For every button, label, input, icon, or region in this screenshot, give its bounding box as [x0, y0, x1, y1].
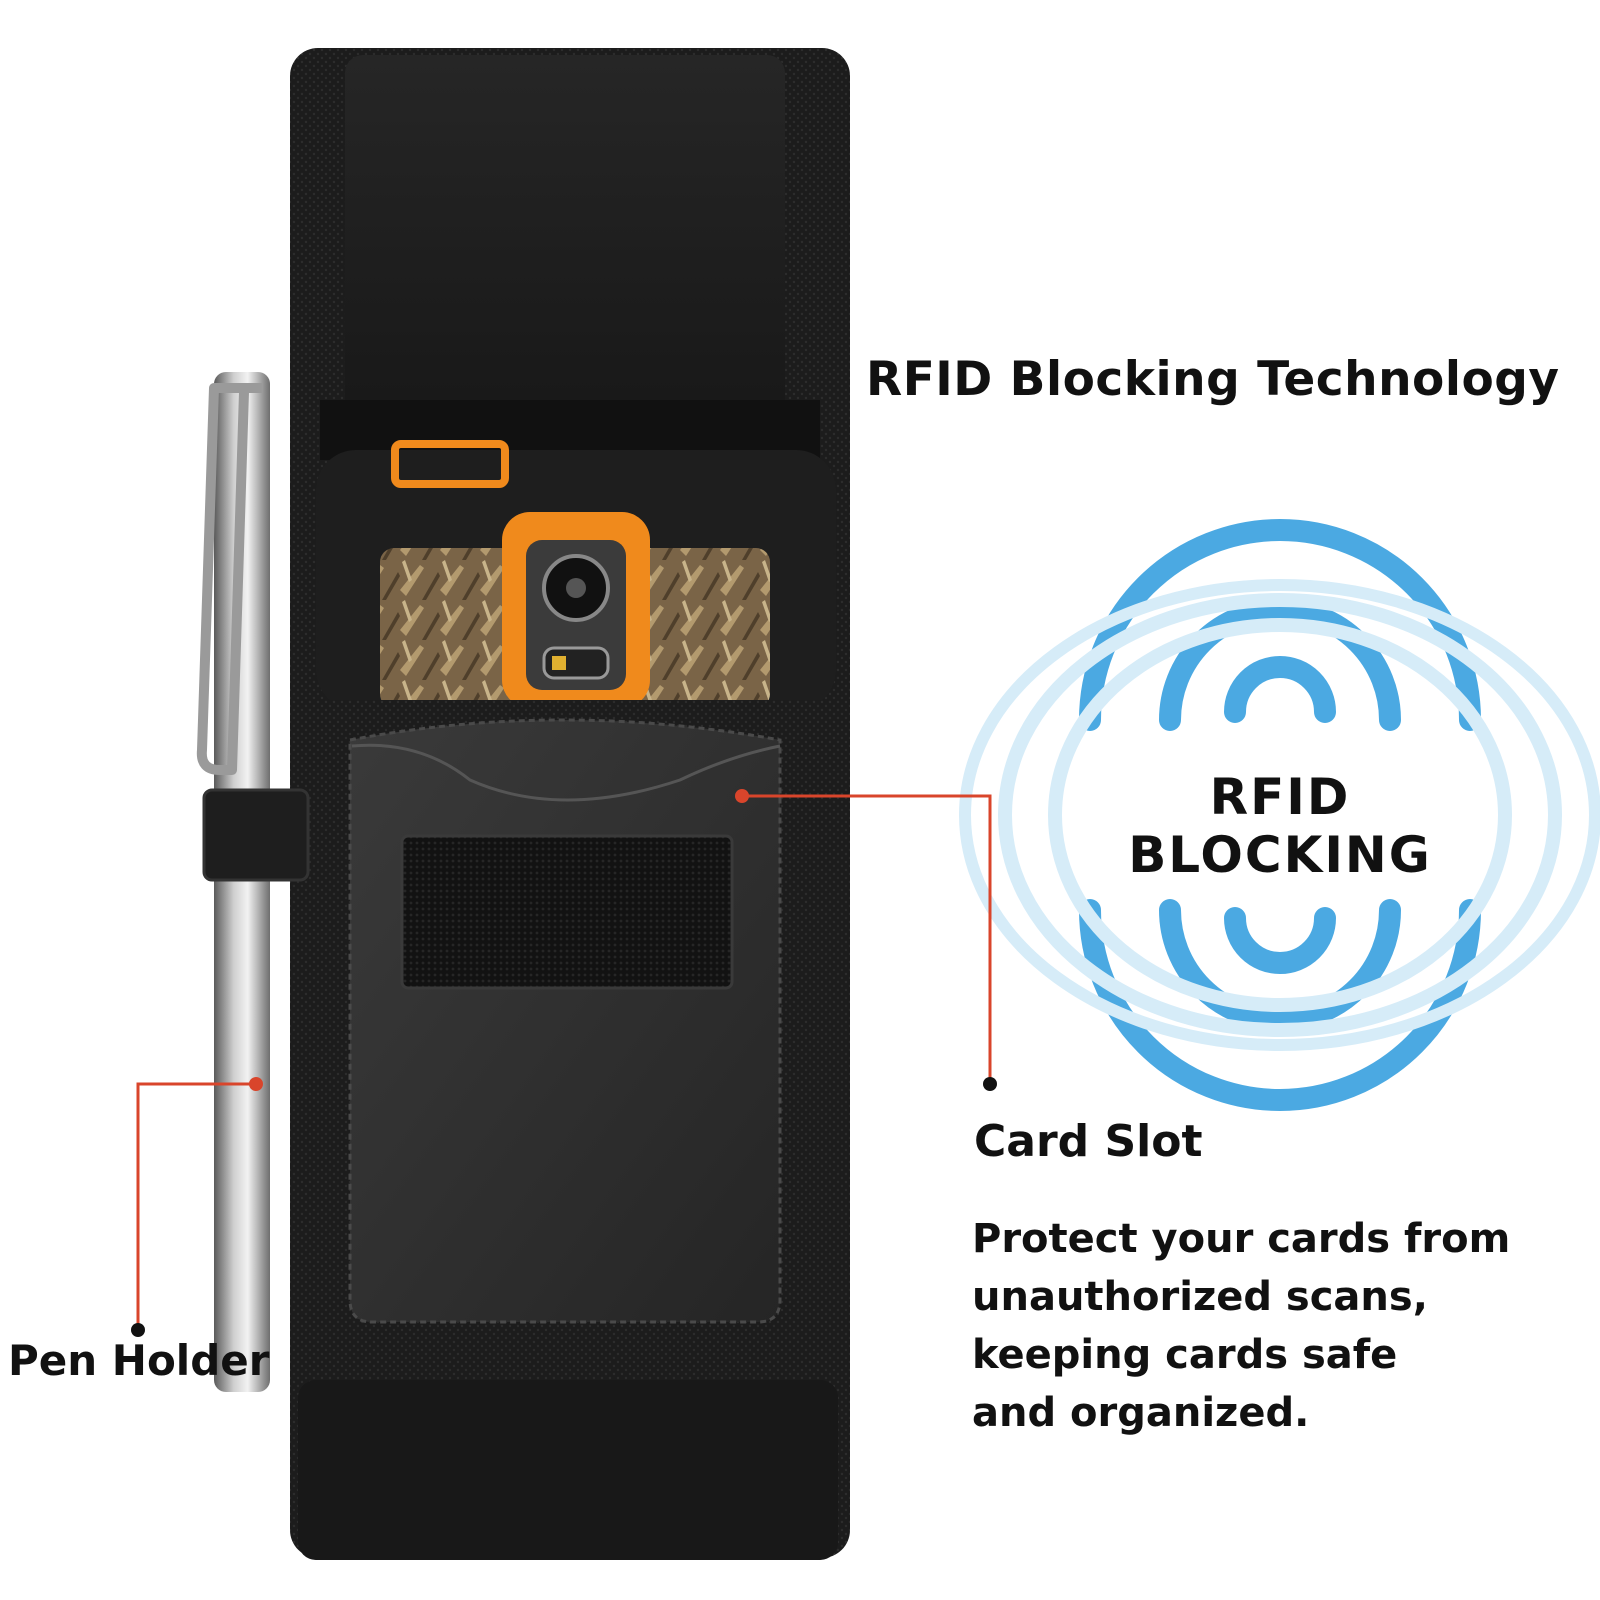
velcro-strap [400, 834, 734, 990]
rfid-badge-line-1: RFID [1209, 768, 1351, 826]
card-slot-description: Protect your cards from unauthorized sca… [972, 1210, 1592, 1442]
rfid-badge-line-2: BLOCKING [1128, 826, 1432, 884]
card-slot-description-line: and organized. [972, 1390, 1310, 1436]
pen-clip [196, 383, 262, 775]
camera-flash [542, 646, 610, 680]
pen-holder-leader-line [131, 1077, 263, 1337]
pen-holder-title: Pen Holder [8, 1336, 270, 1385]
pen-holder-elastic [202, 788, 310, 882]
card-slot-description-line: keeping cards safe [972, 1332, 1398, 1378]
flash-led [552, 656, 566, 670]
pen-barrel [214, 372, 270, 1392]
camera-lens-inner [566, 578, 586, 598]
headline: RFID Blocking Technology [866, 352, 1560, 407]
card-slot-description-line: Protect your cards from [972, 1216, 1511, 1262]
card-slot-description-line: unauthorized scans, [972, 1274, 1428, 1320]
pouch-flap [345, 55, 785, 475]
card-slot-leader-line [735, 789, 997, 1091]
card-slot-title: Card Slot [974, 1116, 1203, 1167]
card-slot-mouth [351, 743, 781, 802]
card-slot-pocket [348, 718, 782, 1324]
signal-waves-icon [959, 519, 1600, 1111]
pouch-bottom-band [298, 1380, 838, 1560]
phone-case-clip [391, 440, 509, 488]
